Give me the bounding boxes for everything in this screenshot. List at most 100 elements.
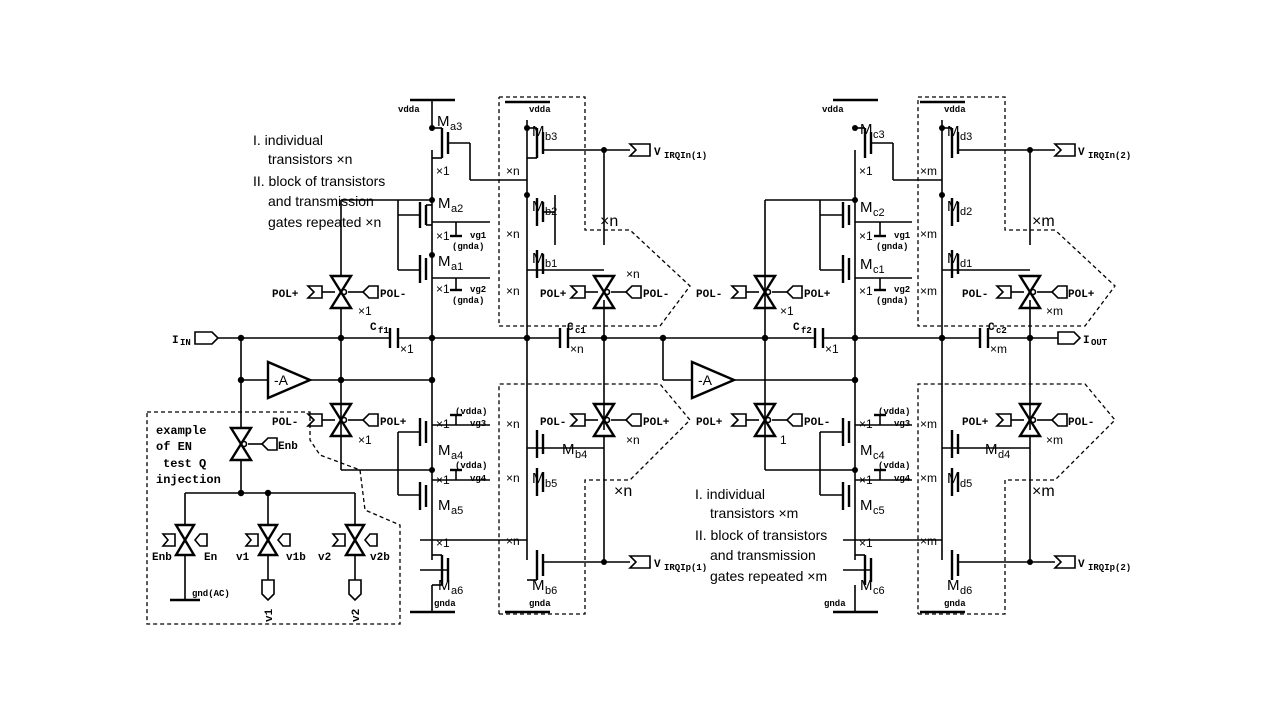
- svg-text:M: M: [532, 250, 545, 267]
- tg-left-bottom: POL- POL+ ×1: [272, 402, 432, 471]
- svg-text:×1: ×1: [825, 342, 839, 356]
- svg-text:vdda: vdda: [822, 105, 844, 115]
- svg-text:M: M: [860, 256, 873, 273]
- svg-text:POL+: POL+: [1068, 289, 1095, 301]
- svg-text:vg4: vg4: [894, 474, 911, 484]
- svg-text:×m: ×m: [920, 227, 937, 241]
- svg-text:M: M: [860, 577, 873, 594]
- svg-text:M: M: [532, 470, 545, 487]
- svg-text:b4: b4: [575, 449, 587, 461]
- svg-text:d2: d2: [960, 206, 972, 218]
- tg-left-top: POL+ POL- ×1: [272, 199, 432, 338]
- svg-text:I: I: [1083, 335, 1090, 347]
- svg-text:vdda: vdda: [398, 105, 420, 115]
- tg-right-top: POL- POL+ ×1: [696, 199, 855, 318]
- svg-text:1: 1: [780, 433, 787, 447]
- svg-text:×1: ×1: [436, 282, 450, 296]
- svg-text:×1: ×1: [358, 433, 372, 447]
- svg-text:vg3: vg3: [470, 419, 486, 429]
- svg-text:(gnda): (gnda): [452, 242, 484, 252]
- svg-text:×m: ×m: [1032, 483, 1055, 500]
- svg-text:V: V: [654, 559, 661, 571]
- svg-text:M: M: [438, 195, 451, 212]
- svg-text:×1: ×1: [859, 229, 873, 243]
- svg-text:POL-: POL-: [540, 417, 566, 429]
- svg-text:(vdda): (vdda): [878, 407, 910, 417]
- svg-text:×m: ×m: [920, 164, 937, 178]
- svg-text:×n: ×n: [626, 267, 640, 281]
- svg-text:V: V: [654, 147, 661, 159]
- svg-text:×m: ×m: [920, 471, 937, 485]
- tg-b-top: POL+ POL- ×n: [527, 267, 669, 310]
- svg-text:(vdda): (vdda): [455, 461, 487, 471]
- svg-text:M: M: [860, 199, 873, 216]
- svg-text:b3: b3: [545, 131, 557, 143]
- svg-text:C: C: [567, 322, 574, 334]
- svg-text:vdda: vdda: [529, 105, 551, 115]
- note-left-1: I. individual: [253, 132, 323, 148]
- note-left-4: and transmission: [268, 193, 374, 209]
- svg-text:c1: c1: [873, 264, 885, 276]
- svg-text:M: M: [532, 577, 545, 594]
- svg-text:c6: c6: [873, 585, 885, 597]
- svg-text:×n: ×n: [614, 483, 632, 500]
- input-port: I IN: [172, 331, 220, 348]
- svg-text:×n: ×n: [626, 433, 640, 447]
- svg-text:×m: ×m: [920, 417, 937, 431]
- svg-text:c2: c2: [996, 326, 1007, 336]
- svg-text:(gnda): (gnda): [452, 296, 484, 306]
- svg-text:C: C: [370, 322, 377, 334]
- svg-text:POL-: POL-: [272, 417, 298, 429]
- svg-text:POL-: POL-: [643, 289, 669, 301]
- svg-text:×n: ×n: [506, 471, 520, 485]
- tg-right-bottom: POL+ POL- 1: [696, 402, 855, 471]
- svg-text:×m: ×m: [1032, 213, 1055, 230]
- svg-text:(vdda): (vdda): [878, 461, 910, 471]
- svg-text:×1: ×1: [859, 284, 873, 298]
- svg-text:IN: IN: [180, 338, 191, 348]
- svg-text:v2: v2: [351, 609, 363, 622]
- svg-text:M: M: [947, 577, 960, 594]
- svg-text:POL+: POL+: [272, 289, 299, 301]
- note-left-5: gates repeated ×n: [268, 214, 381, 230]
- svg-text:f1: f1: [378, 326, 389, 336]
- svg-text:a2: a2: [451, 203, 463, 215]
- svg-text:-A: -A: [698, 372, 713, 388]
- tg-d-top: POL- POL+ ×m: [942, 269, 1095, 318]
- svg-text:C: C: [988, 322, 995, 334]
- svg-text:(gnda): (gnda): [876, 242, 908, 252]
- svg-text:gnd(AC): gnd(AC): [192, 589, 230, 599]
- capacitor-cc2: C c2 ×m: [978, 322, 1007, 356]
- note-right-4: and transmission: [710, 547, 816, 563]
- capacitor-cf1: C f1 ×1: [370, 322, 414, 356]
- svg-text:M: M: [947, 470, 960, 487]
- svg-text:vg1: vg1: [470, 231, 487, 241]
- svg-text:M: M: [860, 497, 873, 514]
- column-a: vdda M a3 ×1 M a2 ×1 vg1 (gnda) M: [397, 98, 527, 614]
- svg-text:×n: ×n: [506, 417, 520, 431]
- tg-b-bottom: POL- POL+ ×n: [527, 402, 670, 449]
- svg-text:M: M: [438, 577, 451, 594]
- svg-text:POL-: POL-: [1068, 417, 1094, 429]
- note-right-1: I. individual: [695, 486, 765, 502]
- svg-text:Enb: Enb: [152, 552, 172, 564]
- svg-text:M: M: [438, 253, 451, 270]
- svg-text:d4: d4: [998, 449, 1010, 461]
- amplifier-1: -A: [266, 360, 314, 400]
- svg-text:test Q: test Q: [163, 457, 206, 471]
- svg-text:×1: ×1: [859, 417, 873, 431]
- svg-text:×1: ×1: [400, 342, 414, 356]
- note-left-3: II. block of transistors: [253, 173, 385, 189]
- svg-text:×1: ×1: [436, 536, 450, 550]
- svg-text:POL-: POL-: [380, 289, 406, 301]
- svg-text:M: M: [437, 113, 450, 130]
- svg-text:vg3: vg3: [894, 419, 910, 429]
- svg-text:M: M: [985, 441, 998, 458]
- svg-text:OUT: OUT: [1091, 338, 1108, 348]
- svg-text:vg1: vg1: [894, 231, 911, 241]
- svg-text:injection: injection: [156, 473, 221, 487]
- capacitor-cf2: C f2 ×1: [793, 322, 839, 356]
- injection-example: example of EN test Q injection Enb Enb E…: [146, 411, 401, 625]
- svg-text:b1: b1: [545, 258, 557, 270]
- svg-text:M: M: [860, 121, 873, 138]
